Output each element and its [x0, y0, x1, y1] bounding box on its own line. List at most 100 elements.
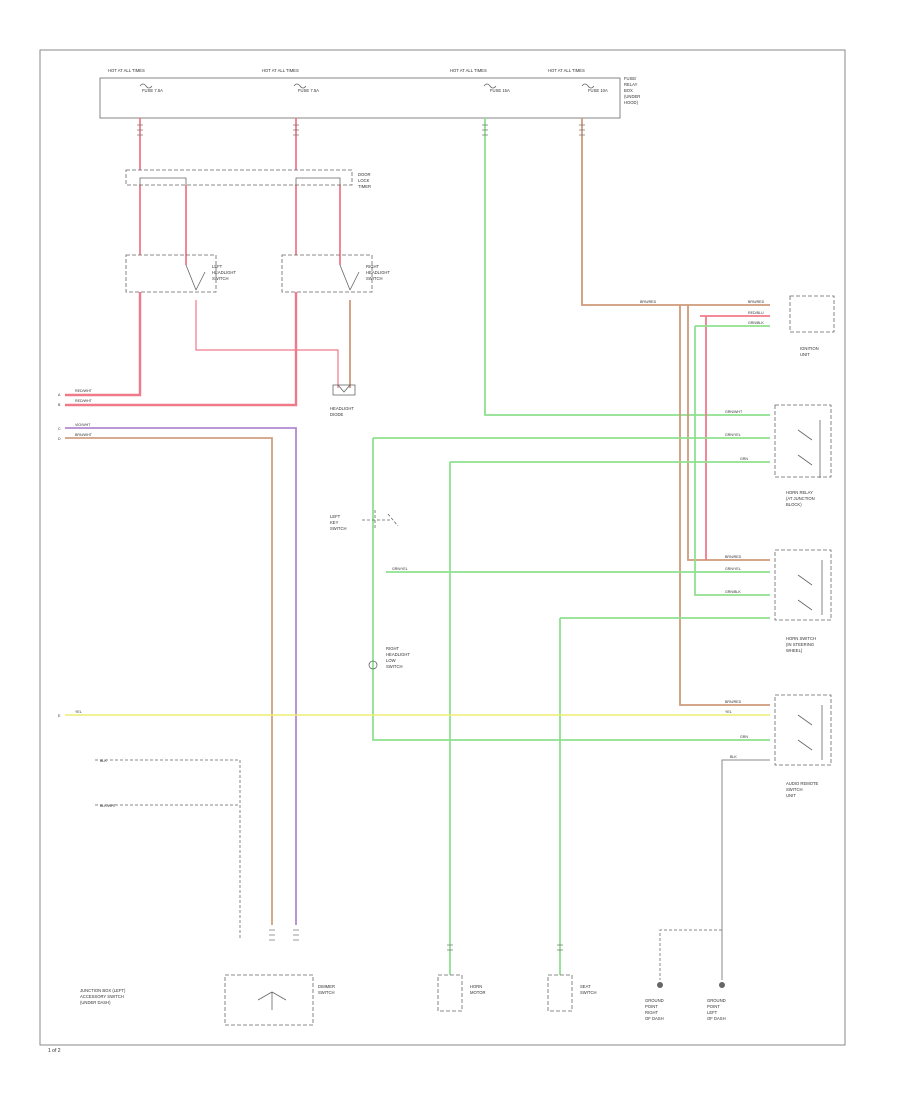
wire-brn-horn [679, 305, 770, 706]
wire-grn-relay-vert [372, 438, 770, 741]
wire-brn-switch [687, 305, 770, 561]
fuse-tap-1-header: HOT AT ALL TIMES [108, 68, 145, 73]
ground-left-label: POINT [645, 1004, 658, 1009]
wire-label-grn-blk: GRN/BLK [748, 321, 764, 325]
junction-switch-icon [257, 991, 287, 1010]
audio-switch-label: AUDIO REMOTE [786, 781, 819, 786]
horn-switch-label: HORN SWITCH [786, 636, 816, 641]
fuse-tap-3-fuse: FUSE 15A [490, 88, 510, 93]
connector-tick [447, 944, 563, 951]
wire-brn-audio [65, 437, 273, 925]
ground-right: GROUND POINT LEFT OF DASH [707, 982, 726, 1021]
fuse-tap-2-fuse: FUSE 7.5A [298, 88, 319, 93]
wire-label-brn-red: BRN/RED [748, 300, 765, 304]
ground-right-label: GROUND [707, 998, 726, 1003]
wire-blk-audio [95, 759, 241, 940]
wire-label-red-blu: RED/BLU [748, 311, 764, 315]
fuse-block-label-line: RELAY [624, 82, 638, 87]
horn-motor: HORN MOTOR [437, 974, 486, 1012]
wire-brn-fuse4 [581, 118, 770, 306]
dimmer-switch-label: DIMMER [318, 984, 335, 989]
fuse-tap-2: HOT AT ALL TIMES FUSE 7.5A [262, 68, 319, 93]
ground-right-label: POINT [707, 1004, 720, 1009]
wire-label-brn-red: BRN/RED [725, 555, 742, 559]
wire-label-blk: BLK [730, 755, 737, 759]
ground-left: GROUND POINT RIGHT OF DASH [645, 982, 664, 1021]
diode-icon [337, 384, 351, 393]
fuse-1-icon [139, 83, 153, 89]
ground-right-label: OF DASH [707, 1016, 726, 1021]
horn-switch-label: (IN STEERING [786, 642, 814, 647]
wire-red-right-out [65, 292, 298, 407]
ignition-unit-label: IGNITION [800, 346, 819, 351]
right-headlight-low-switch: RIGHT HEADLIGHT LOW SWITCH [368, 646, 410, 670]
fuse-block-label-line: (UNDER [624, 94, 640, 99]
connector-ticks [137, 124, 585, 951]
pin-label: D [58, 437, 61, 441]
right-low-switch-label: SWITCH [386, 664, 403, 669]
page-label: 1 of 2 [48, 1048, 61, 1054]
fuse-block-label: FUSE/ RELAY BOX (UNDER HOOD) [624, 76, 640, 105]
wire-label-yel: YEL [75, 710, 82, 714]
wire-label-blk: BLK [100, 759, 107, 763]
fuse-block [99, 77, 621, 119]
wire-label-red-wht: RED/WHT [75, 399, 93, 403]
fuse-tap-4: HOT AT ALL TIMES FUSE 10A [548, 68, 608, 93]
dimmer-switch-label: SWITCH [318, 990, 335, 995]
horn-label: MOTOR [470, 990, 486, 995]
wire-labels: RED/WHT RED/WHT VIO/WHT BRN/WHT BRN/RED … [75, 300, 765, 808]
fuse-tap-3: HOT AT ALL TIMES FUSE 15A [450, 68, 510, 93]
junction-box-left: JUNCTION BOX (LEFT) ACCESSORY SWITCH (UN… [80, 974, 335, 1026]
wire-vio-audio [65, 427, 297, 925]
wire-label-grn-yel: GRN/YEL [725, 567, 741, 571]
wire-label-grn: GRN [740, 457, 748, 461]
horn-relay-label: BLOCK) [786, 502, 802, 507]
right-headlight-switch: RIGHT HEADLIGHT SWITCH [281, 254, 390, 293]
right-switch-label: HEADLIGHT [366, 270, 390, 275]
junction-label: JUNCTION BOX (LEFT) [80, 988, 126, 993]
junction-label: (UNDER DASH) [80, 1000, 111, 1005]
wire-label-grn-yel: GRN/YEL [392, 567, 408, 571]
fuse-tap-1: HOT AT ALL TIMES FUSE 7.5A [108, 68, 163, 93]
pin-label: C [58, 427, 61, 431]
diagram-frame [39, 49, 846, 1046]
wire-label-grn-blk: GRN/BLK [725, 590, 741, 594]
left-switch-label: HEADLIGHT [212, 270, 236, 275]
right-switch-label: SWITCH [366, 276, 383, 281]
horn-relay-label: HORN RELAY [786, 490, 813, 495]
left-switch-label: LEFT [212, 264, 223, 269]
wire-blk-ground [721, 759, 770, 980]
left-headlight-switch: LEFT HEADLIGHT SWITCH [125, 254, 236, 293]
connector-tick [482, 124, 488, 136]
ground-right-icon [719, 982, 725, 988]
diode-label: DIODE [330, 412, 343, 417]
right-low-switch-label: LOW [386, 658, 396, 663]
wire-label-grn: GRN [740, 735, 748, 739]
headlight-diode: HEADLIGHT DIODE [330, 384, 356, 417]
ignition-unit-label: UNIT [800, 352, 810, 357]
left-key-switch-label: SWITCH [330, 526, 347, 531]
pin-label: B [58, 403, 61, 407]
left-switch-label: SWITCH [212, 276, 229, 281]
door-lock-timer: DOOR LOCK TIMER [125, 169, 371, 189]
pin-label: A [58, 393, 61, 397]
connector-tick [137, 124, 143, 136]
fuse-4-icon [581, 83, 595, 89]
fuse-2-icon [293, 83, 307, 89]
fuse-block-label-line: FUSE/ [624, 76, 637, 81]
wire-label-brn-red: BRN/RED [640, 300, 657, 304]
wire-label-blk-wht: BLK/WHT [100, 804, 117, 808]
fuse-tap-4-header: HOT AT ALL TIMES [548, 68, 585, 73]
door-lock-timer-label: DOOR [358, 172, 371, 177]
connector-tick [579, 124, 585, 136]
wire-label-vio-wht: VIO/WHT [75, 423, 91, 427]
ignition-unit: IGNITION UNIT [789, 295, 835, 357]
wire-label-yel: YEL [725, 710, 732, 714]
fuse-tap-4-fuse: FUSE 10A [588, 88, 608, 93]
wire-grn-fuse3 [484, 118, 770, 416]
wire-red-left-out [65, 292, 142, 397]
connector-tick [269, 929, 299, 941]
audio-switch-label: SWITCH [786, 787, 803, 792]
wire-label-brn-wht: BRN/WHT [75, 433, 93, 437]
